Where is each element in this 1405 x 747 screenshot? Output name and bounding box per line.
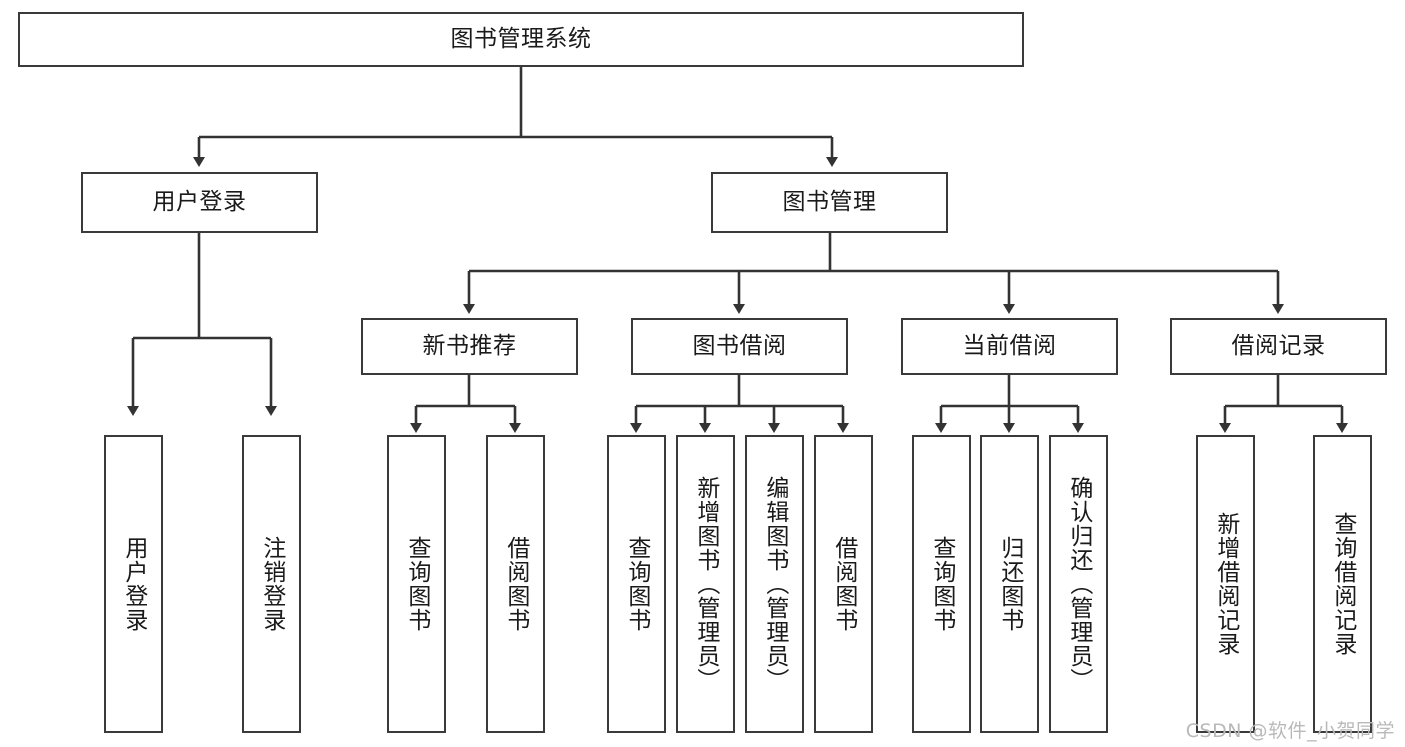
node-label: 用户登录	[152, 188, 247, 215]
node-label: 新增借阅记录	[1212, 512, 1239, 656]
node-label: 归还图书	[996, 536, 1023, 632]
leaf-current-confirm-return-admin[interactable]: 确认归还（管理员）	[1049, 435, 1108, 733]
leaf-current-return-book[interactable]: 归还图书	[980, 435, 1039, 733]
leaf-borrow-edit-book-admin[interactable]: 编辑图书（管理员）	[745, 435, 804, 733]
node-label: 图书管理系统	[450, 25, 592, 52]
node-label: 查询图书	[403, 536, 430, 632]
leaf-current-query-book[interactable]: 查询图书	[912, 435, 971, 733]
node-book-borrow[interactable]: 图书借阅	[631, 318, 848, 375]
leaf-record-add-borrow-record[interactable]: 新增借阅记录	[1196, 435, 1255, 733]
leaf-borrow-borrow-book[interactable]: 借阅图书	[814, 435, 873, 733]
node-label: 注销登录	[258, 536, 285, 632]
leaf-borrow-add-book-admin[interactable]: 新增图书（管理员）	[676, 435, 735, 733]
leaf-user-login-logout[interactable]: 注销登录	[242, 435, 301, 733]
node-label: 查询图书	[928, 536, 955, 632]
node-label: 查询借阅记录	[1329, 512, 1356, 656]
node-borrow-record[interactable]: 借阅记录	[1170, 318, 1387, 375]
node-label: 新增图书（管理员）	[692, 476, 719, 692]
watermark-text: CSDN @软件_小贺同学	[1185, 720, 1395, 742]
node-label: 编辑图书（管理员）	[761, 476, 788, 692]
node-label: 查询图书	[623, 536, 650, 632]
leaf-new-book-borrow-book[interactable]: 借阅图书	[486, 435, 545, 733]
node-label: 借阅记录	[1231, 332, 1326, 359]
node-label: 借阅图书	[502, 536, 529, 632]
node-label: 用户登录	[120, 536, 147, 632]
node-book-management[interactable]: 图书管理	[711, 172, 948, 233]
node-label: 确认归还（管理员）	[1065, 476, 1092, 692]
leaf-record-query-borrow-record[interactable]: 查询借阅记录	[1313, 435, 1372, 733]
leaf-new-book-query-book[interactable]: 查询图书	[387, 435, 446, 733]
node-label: 借阅图书	[830, 536, 857, 632]
leaf-user-login-login[interactable]: 用户登录	[104, 435, 163, 733]
node-label: 图书借阅	[692, 332, 787, 359]
node-root-library-management-system[interactable]: 图书管理系统	[18, 12, 1024, 67]
node-new-book-recommend[interactable]: 新书推荐	[361, 318, 578, 375]
node-label: 图书管理	[782, 188, 877, 215]
node-user-login[interactable]: 用户登录	[81, 172, 318, 233]
node-current-borrow[interactable]: 当前借阅	[901, 318, 1118, 375]
node-label: 当前借阅	[962, 332, 1057, 359]
node-label: 新书推荐	[422, 332, 517, 359]
leaf-borrow-query-book[interactable]: 查询图书	[607, 435, 666, 733]
